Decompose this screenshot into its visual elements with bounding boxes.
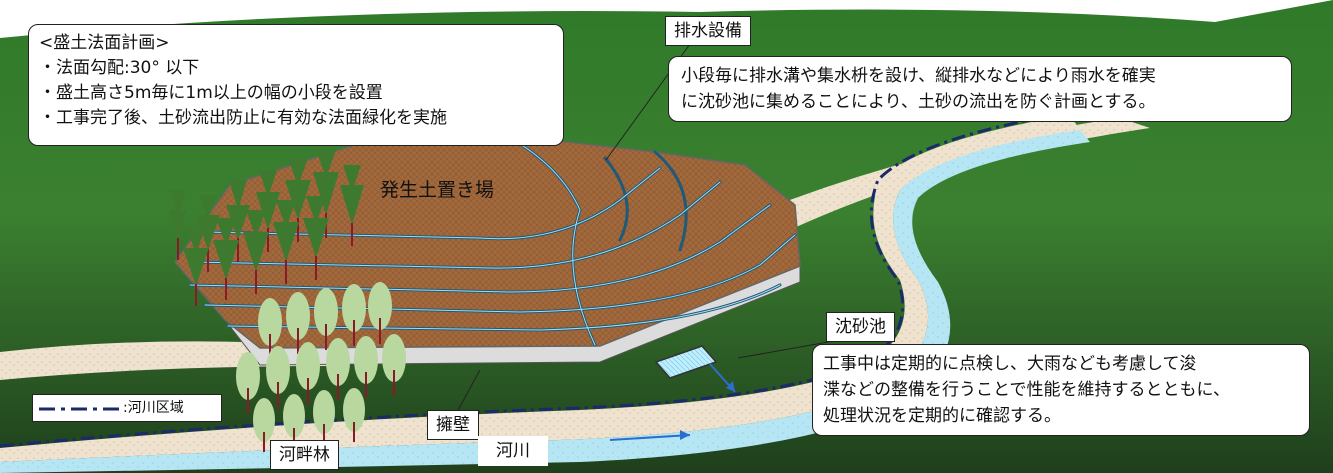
flow-arrow bbox=[609, 434, 691, 441]
pond-description-line: 工事中は定期的に点検し、大雨なども考慮して浚 bbox=[823, 354, 1197, 374]
retaining-wall-label: 擁壁 bbox=[427, 410, 479, 440]
pond-description: 工事中は定期的に点検し、大雨なども考慮して浚 渫などの整備を行うことで性能を維持… bbox=[812, 344, 1310, 436]
river bbox=[0, 130, 1090, 473]
plan-item: ・盛土高さ5m毎に1m以上の幅の小段を設置 bbox=[39, 83, 383, 103]
drainage-label: 排水設備 bbox=[665, 16, 751, 46]
access-road-right bbox=[720, 118, 1150, 244]
riparian-trees-light bbox=[236, 282, 406, 452]
boundary-line-icon bbox=[39, 407, 119, 411]
drainage-description: 小段毎に排水溝や集水枡を設け、縦排水などにより雨水を確実 に沈砂池に集めることに… bbox=[668, 56, 1292, 122]
sediment-pond bbox=[654, 345, 718, 379]
plan-box: <盛土法面計画> ・法面勾配:30° 以下 ・盛土高さ5m毎に1m以上の幅の小段… bbox=[28, 24, 564, 146]
riparian-forest-label: 河畔林 bbox=[270, 440, 339, 470]
drainage-description-line: 小段毎に排水溝や集水枡を設け、縦排水などにより雨水を確実 bbox=[681, 66, 1156, 86]
legend-label: :河川区域 bbox=[123, 400, 184, 416]
river-bank bbox=[0, 115, 1080, 462]
legend: :河川区域 bbox=[32, 394, 222, 422]
pond-description-line: 処理状況を定期的に確認する。 bbox=[823, 406, 1061, 426]
site-label: 発生土置き場 bbox=[380, 179, 495, 201]
drainage-description-line: に沈砂池に集めることにより、土砂の流出を防ぐ計画とする。 bbox=[681, 92, 1156, 112]
plan-title: <盛土法面計画> bbox=[39, 33, 170, 53]
plan-item: ・法面勾配:30° 以下 bbox=[39, 58, 200, 78]
pond-description-line: 渫などの整備を行うことで性能を維持するとともに、 bbox=[823, 380, 1230, 400]
pond-label: 沈砂池 bbox=[826, 312, 895, 342]
river-label: 河川 bbox=[478, 436, 548, 466]
riparian-trees-dark bbox=[168, 150, 364, 306]
plan-item: ・工事完了後、土砂流出防止に有効な法面緑化を実施 bbox=[39, 108, 447, 128]
access-road bbox=[0, 341, 330, 380]
